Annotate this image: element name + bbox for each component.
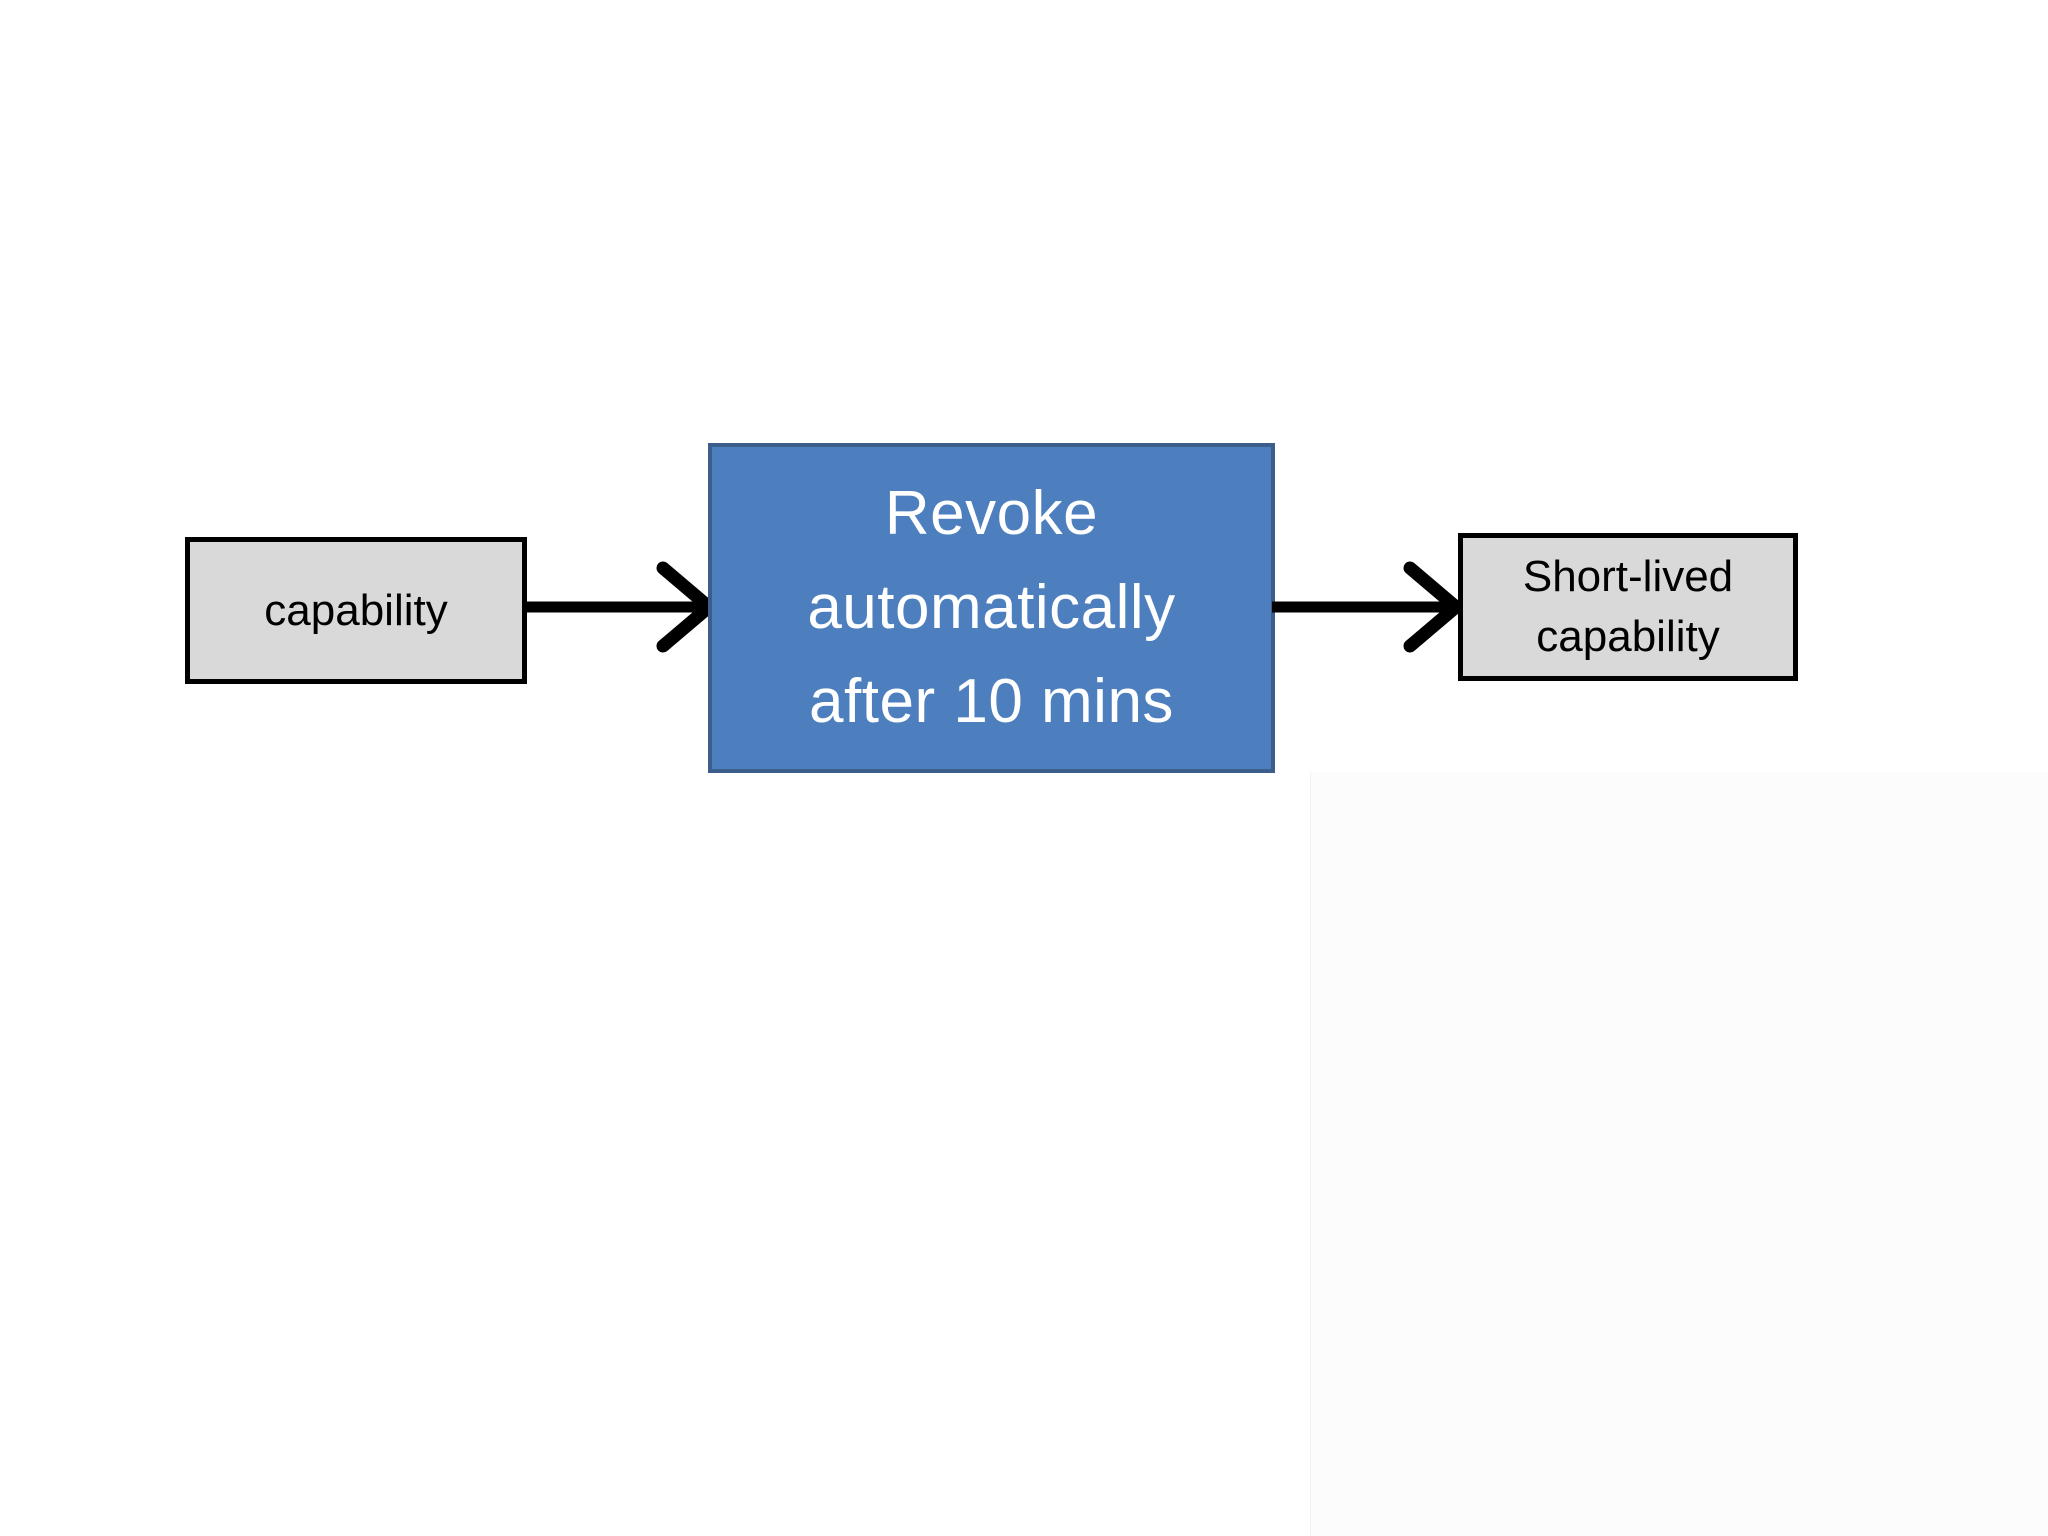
arrow-head <box>1403 561 1460 653</box>
arrow-right-icon <box>1272 561 1460 653</box>
arrow-right-icon <box>525 561 713 653</box>
node-short-lived-capability: Short-lived capability <box>1458 533 1798 681</box>
background-seam-artifact <box>1310 772 2048 1536</box>
node-revoke-automatically: Revoke automatically after 10 mins <box>708 443 1275 773</box>
node-short-lived-line-2: capability <box>1536 612 1720 661</box>
node-capability-label: capability <box>264 585 448 635</box>
node-revoke-line-3: after 10 mins <box>809 667 1174 736</box>
node-short-lived-line-1: Short-lived <box>1522 552 1734 601</box>
node-capability: capability <box>185 537 527 684</box>
node-revoke-line-1: Revoke <box>884 479 1099 548</box>
node-revoke-line-2: automatically <box>807 573 1176 642</box>
